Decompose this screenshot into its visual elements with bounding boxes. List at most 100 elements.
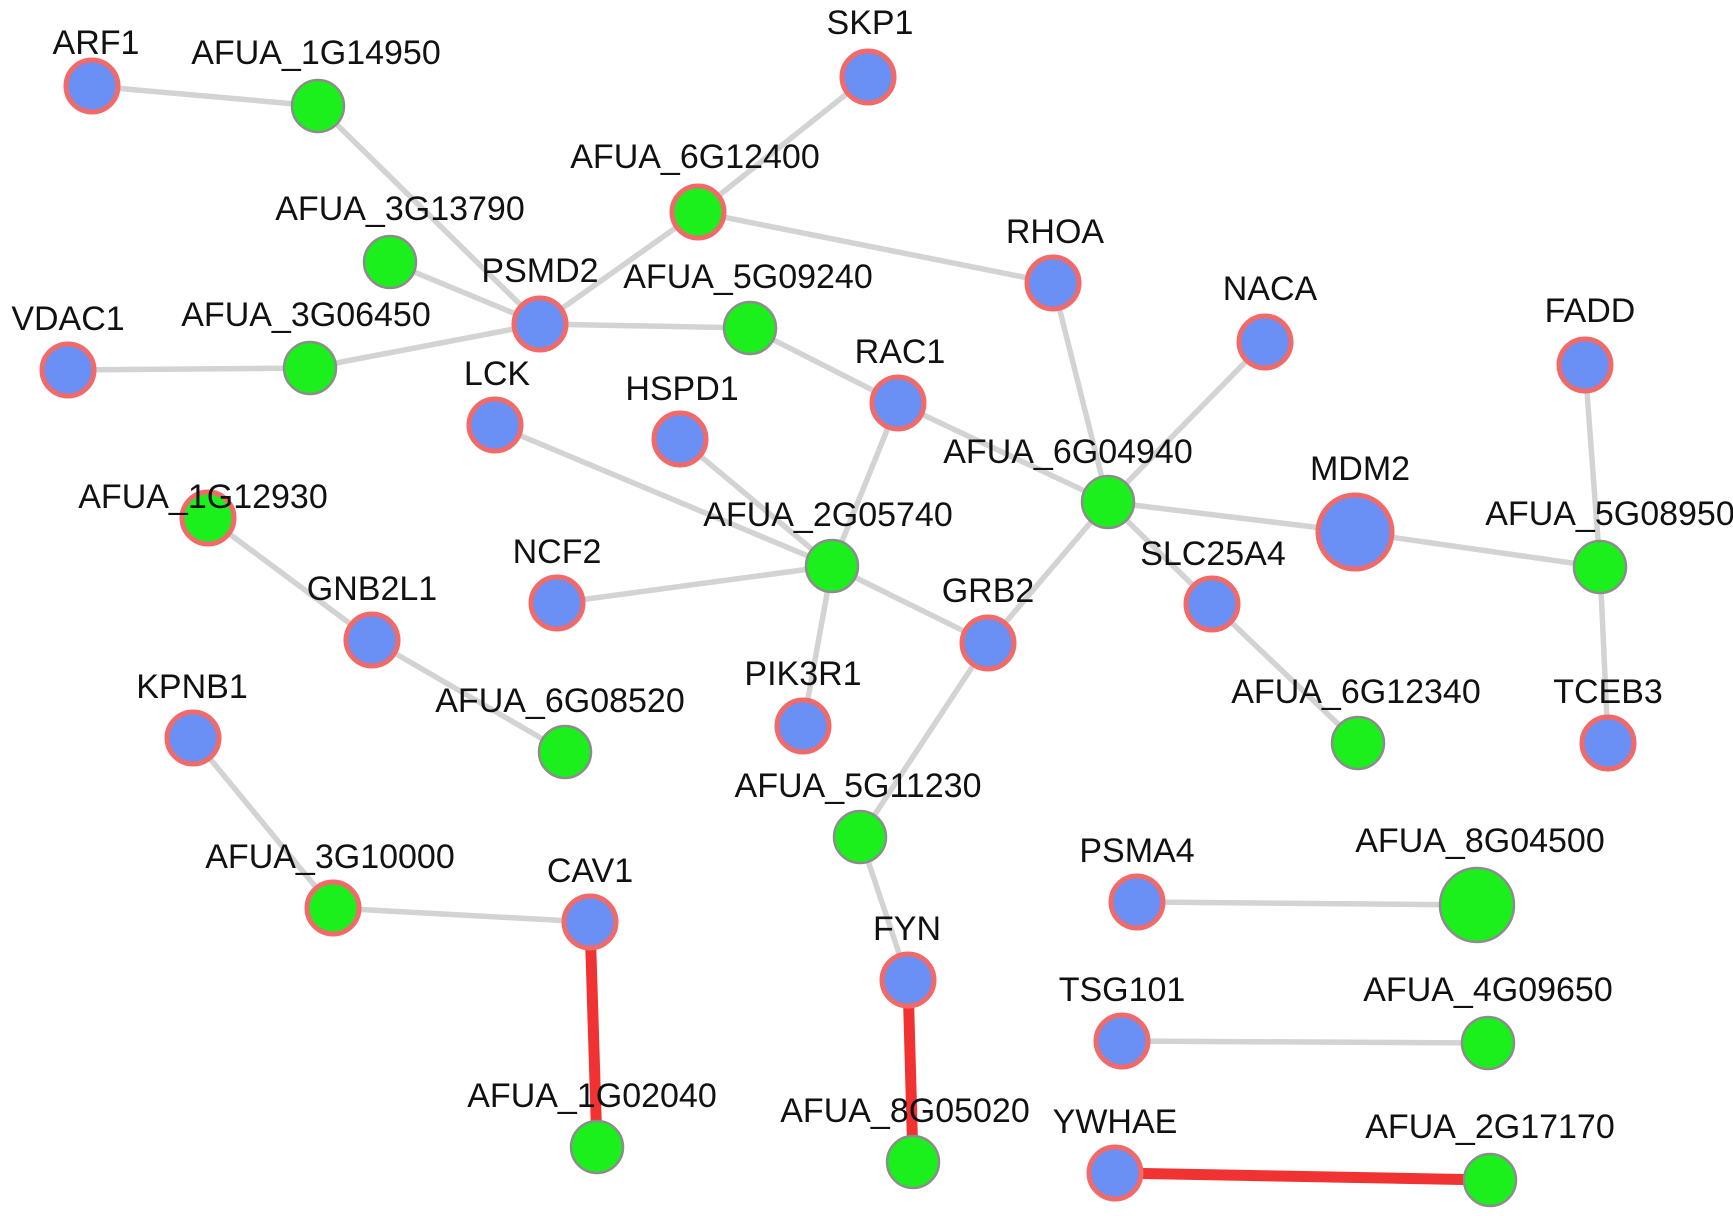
node-arf1[interactable] [63, 57, 121, 115]
node-vdac1[interactable] [39, 341, 97, 399]
node-hspd1[interactable] [651, 410, 709, 468]
node-label-ywhae: YWHAE [1053, 1103, 1178, 1141]
node-label-grb2: GRB2 [942, 572, 1035, 610]
node-pik3r1[interactable] [774, 697, 832, 755]
node-label-cav1: CAV1 [547, 852, 633, 890]
node-afua-6g08520[interactable] [537, 724, 593, 780]
node-afua-6g04940[interactable] [1080, 474, 1136, 530]
node-label-fyn: FYN [873, 910, 941, 948]
node-afua-5g11230[interactable] [832, 809, 888, 865]
node-afua-4g09650[interactable] [1460, 1015, 1516, 1071]
node-label-kpnb1: KPNB1 [136, 668, 248, 706]
node-label-psmd2: PSMD2 [481, 252, 598, 290]
node-afua-2g17170[interactable] [1462, 1152, 1518, 1208]
node-fadd[interactable] [1556, 336, 1614, 394]
edge-vdac1-afua-3g06450 [67, 365, 311, 373]
edge-psmd2-afua-6g12400 [538, 209, 700, 327]
node-psmd2[interactable] [511, 295, 569, 353]
edge-kpnb1-afua-3g10000 [190, 736, 336, 910]
node-afua-2g05740[interactable] [804, 538, 860, 594]
node-label-afua-1g12930: AFUA_1G12930 [78, 478, 328, 516]
node-label-afua-2g05740: AFUA_2G05740 [703, 496, 953, 534]
node-rhoa[interactable] [1024, 254, 1082, 312]
node-label-afua-8g05020: AFUA_8G05020 [780, 1092, 1030, 1130]
edge-afua-6g04940-grb2 [985, 500, 1111, 645]
node-afua-8g05020[interactable] [885, 1134, 941, 1190]
node-kpnb1[interactable] [164, 709, 222, 767]
node-label-naca: NACA [1223, 270, 1318, 308]
node-ncf2[interactable] [528, 574, 586, 632]
node-label-tsg101: TSG101 [1059, 971, 1186, 1009]
node-rac1[interactable] [869, 374, 927, 432]
node-psma4[interactable] [1108, 873, 1166, 931]
edge-afua-3g10000-cav1 [332, 905, 591, 925]
node-afua-5g09240[interactable] [722, 300, 778, 356]
node-tsg101[interactable] [1093, 1012, 1151, 1070]
node-afua-1g02040[interactable] [569, 1119, 625, 1175]
edge-psmd2-afua-5g09240 [539, 321, 751, 331]
node-naca[interactable] [1236, 313, 1294, 371]
node-afua-5g08950[interactable] [1572, 539, 1628, 595]
edge-afua-6g12400-rhoa [697, 209, 1054, 286]
node-label-rac1: RAC1 [855, 333, 946, 371]
node-layer [39, 48, 1637, 1208]
edge-afua-6g04940-mdm2 [1107, 499, 1356, 535]
node-label-afua-3g06450: AFUA_3G06450 [181, 296, 431, 334]
node-afua-3g13790[interactable] [362, 234, 418, 290]
node-label-mdm2: MDM2 [1310, 450, 1410, 488]
node-label-lck: LCK [464, 355, 530, 393]
node-label-gnb2l1: GNB2L1 [307, 570, 437, 608]
edge-afua-5g08950-tceb3 [1597, 566, 1611, 744]
node-label-tceb3: TCEB3 [1553, 673, 1663, 711]
node-label-afua-1g02040: AFUA_1G02040 [467, 1077, 717, 1115]
node-label-vdac1: VDAC1 [11, 300, 124, 338]
node-afua-3g06450[interactable] [282, 340, 338, 396]
node-tceb3[interactable] [1579, 714, 1637, 772]
node-cav1[interactable] [561, 893, 619, 951]
edge-afua-2g05740-grb2 [830, 563, 990, 646]
node-label-slc25a4: SLC25A4 [1140, 535, 1286, 573]
node-label-afua-1g14950: AFUA_1G14950 [191, 34, 441, 72]
node-label-skp1: SKP1 [827, 4, 914, 42]
node-label-afua-6g12340: AFUA_6G12340 [1231, 673, 1481, 711]
edge-ywhae-afua-2g17170 [1114, 1167, 1491, 1186]
edge-mdm2-afua-5g08950 [1354, 529, 1601, 570]
node-skp1[interactable] [839, 48, 897, 106]
edge-arf1-afua-1g14950 [91, 83, 319, 109]
node-grb2[interactable] [959, 614, 1017, 672]
node-afua-6g12340[interactable] [1330, 715, 1386, 771]
node-label-afua-5g08950: AFUA_5G08950 [1485, 495, 1733, 533]
edge-skp1-afua-6g12400 [696, 74, 870, 215]
node-fyn[interactable] [879, 951, 937, 1009]
node-label-arf1: ARF1 [53, 24, 140, 62]
edge-rhoa-afua-6g04940 [1050, 282, 1111, 503]
node-ywhae[interactable] [1086, 1144, 1144, 1202]
node-label-ncf2: NCF2 [513, 533, 602, 571]
node-label-rhoa: RHOA [1006, 213, 1105, 251]
node-afua-1g14950[interactable] [290, 78, 346, 134]
edge-gnb2l1-afua-6g08520 [370, 637, 567, 755]
node-label-afua-8g04500: AFUA_8G04500 [1355, 822, 1605, 860]
node-label-fadd: FADD [1545, 292, 1636, 330]
edge-fadd-afua-5g08950 [1582, 364, 1603, 568]
node-afua-6g12400[interactable] [669, 183, 727, 241]
node-label-afua-3g10000: AFUA_3G10000 [205, 838, 455, 876]
node-gnb2l1[interactable] [343, 611, 401, 669]
node-afua-1g12930[interactable] [179, 489, 237, 547]
node-slc25a4[interactable] [1183, 575, 1241, 633]
edge-afua-3g06450-psmd2 [309, 321, 541, 371]
node-label-afua-3g13790: AFUA_3G13790 [275, 190, 525, 228]
node-label-afua-6g08520: AFUA_6G08520 [435, 682, 685, 720]
edge-lck-afua-2g05740 [493, 422, 834, 569]
node-mdm2[interactable] [1315, 492, 1395, 572]
node-lck[interactable] [466, 396, 524, 454]
edge-naca-afua-6g04940 [1106, 340, 1267, 504]
edge-cav1-afua-1g02040 [584, 921, 603, 1148]
edge-tsg101-afua-4g09650 [1121, 1038, 1489, 1046]
edge-psma4-afua-8g04500 [1136, 899, 1478, 908]
node-afua-3g10000[interactable] [304, 879, 362, 937]
node-afua-8g04500[interactable] [1438, 866, 1516, 944]
